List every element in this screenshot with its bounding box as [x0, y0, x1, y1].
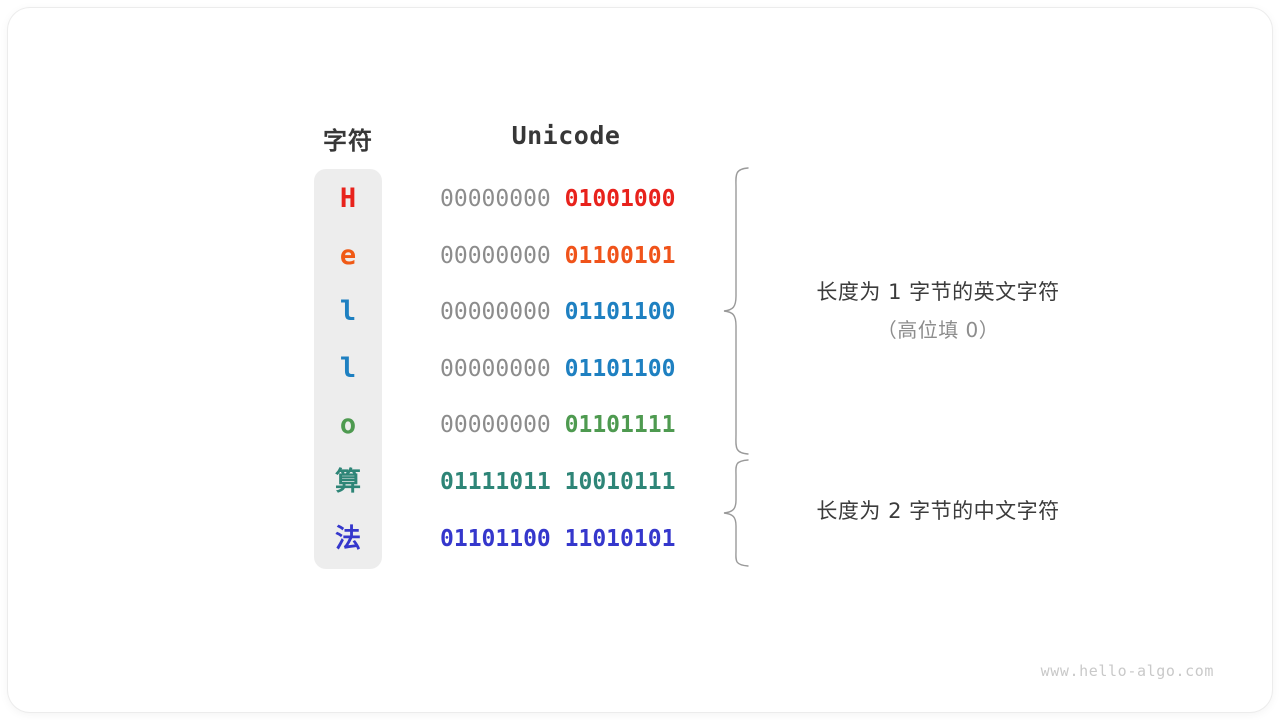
- row-character: H: [339, 183, 357, 214]
- row-low-byte: 01101100: [564, 355, 676, 382]
- row-unicode-bits: 00000000 01001000: [440, 171, 692, 227]
- row-low-byte: 01001000: [564, 186, 676, 212]
- row-character: l: [339, 352, 357, 384]
- column-header-unicode: Unicode: [511, 121, 621, 150]
- row-unicode-bits: 01111011 10010111: [440, 454, 692, 510]
- row-low-byte: 01100101: [564, 242, 676, 269]
- column-header-character: 字符: [323, 128, 373, 155]
- row-unicode-bits: 00000000 01101100: [440, 284, 692, 340]
- row-high-byte: 01101100: [440, 525, 551, 552]
- brace-ascii-group: [723, 167, 749, 455]
- row-unicode-bits: 00000000 01101111: [440, 397, 692, 453]
- row-low-byte: 10010111: [564, 469, 676, 495]
- annotation-ascii: 长度为 1 字节的英文字符 （高位填 0）: [748, 276, 1128, 343]
- row-unicode-bits: 00000000 01100101: [440, 228, 692, 284]
- annotation-ascii-line2: （高位填 0）: [876, 318, 1000, 342]
- row-high-byte: 01111011: [440, 469, 551, 495]
- row-high-byte: 00000000: [440, 412, 551, 439]
- row-unicode-bits: 01101100 11010101: [440, 511, 692, 567]
- row-character: 法: [334, 523, 361, 554]
- row-high-byte: 00000000: [440, 355, 551, 382]
- row-character: l: [339, 296, 357, 328]
- row-character: o: [339, 409, 357, 441]
- row-low-byte: 01101111: [564, 412, 676, 439]
- annotation-cjk: 长度为 2 字节的中文字符: [748, 495, 1128, 525]
- row-character: e: [339, 239, 357, 271]
- row-character: 算: [334, 467, 361, 497]
- row-low-byte: 11010101: [564, 525, 676, 552]
- annotation-ascii-line1: 长度为 1 字节的英文字符: [816, 280, 1060, 304]
- row-high-byte: 00000000: [440, 299, 551, 326]
- annotation-cjk-line1: 长度为 2 字节的中文字符: [816, 499, 1060, 523]
- character-column-background: [314, 169, 382, 569]
- row-high-byte: 00000000: [440, 242, 551, 269]
- row-high-byte: 00000000: [440, 186, 551, 212]
- row-low-byte: 01101100: [564, 299, 676, 326]
- watermark: www.hello-algo.com: [1040, 662, 1214, 680]
- brace-cjk-group: [723, 459, 749, 567]
- row-unicode-bits: 00000000 01101100: [440, 341, 692, 397]
- diagram-card: 字符 Unicode H 00000000 01001000 e 00000000 0…: [8, 8, 1272, 712]
